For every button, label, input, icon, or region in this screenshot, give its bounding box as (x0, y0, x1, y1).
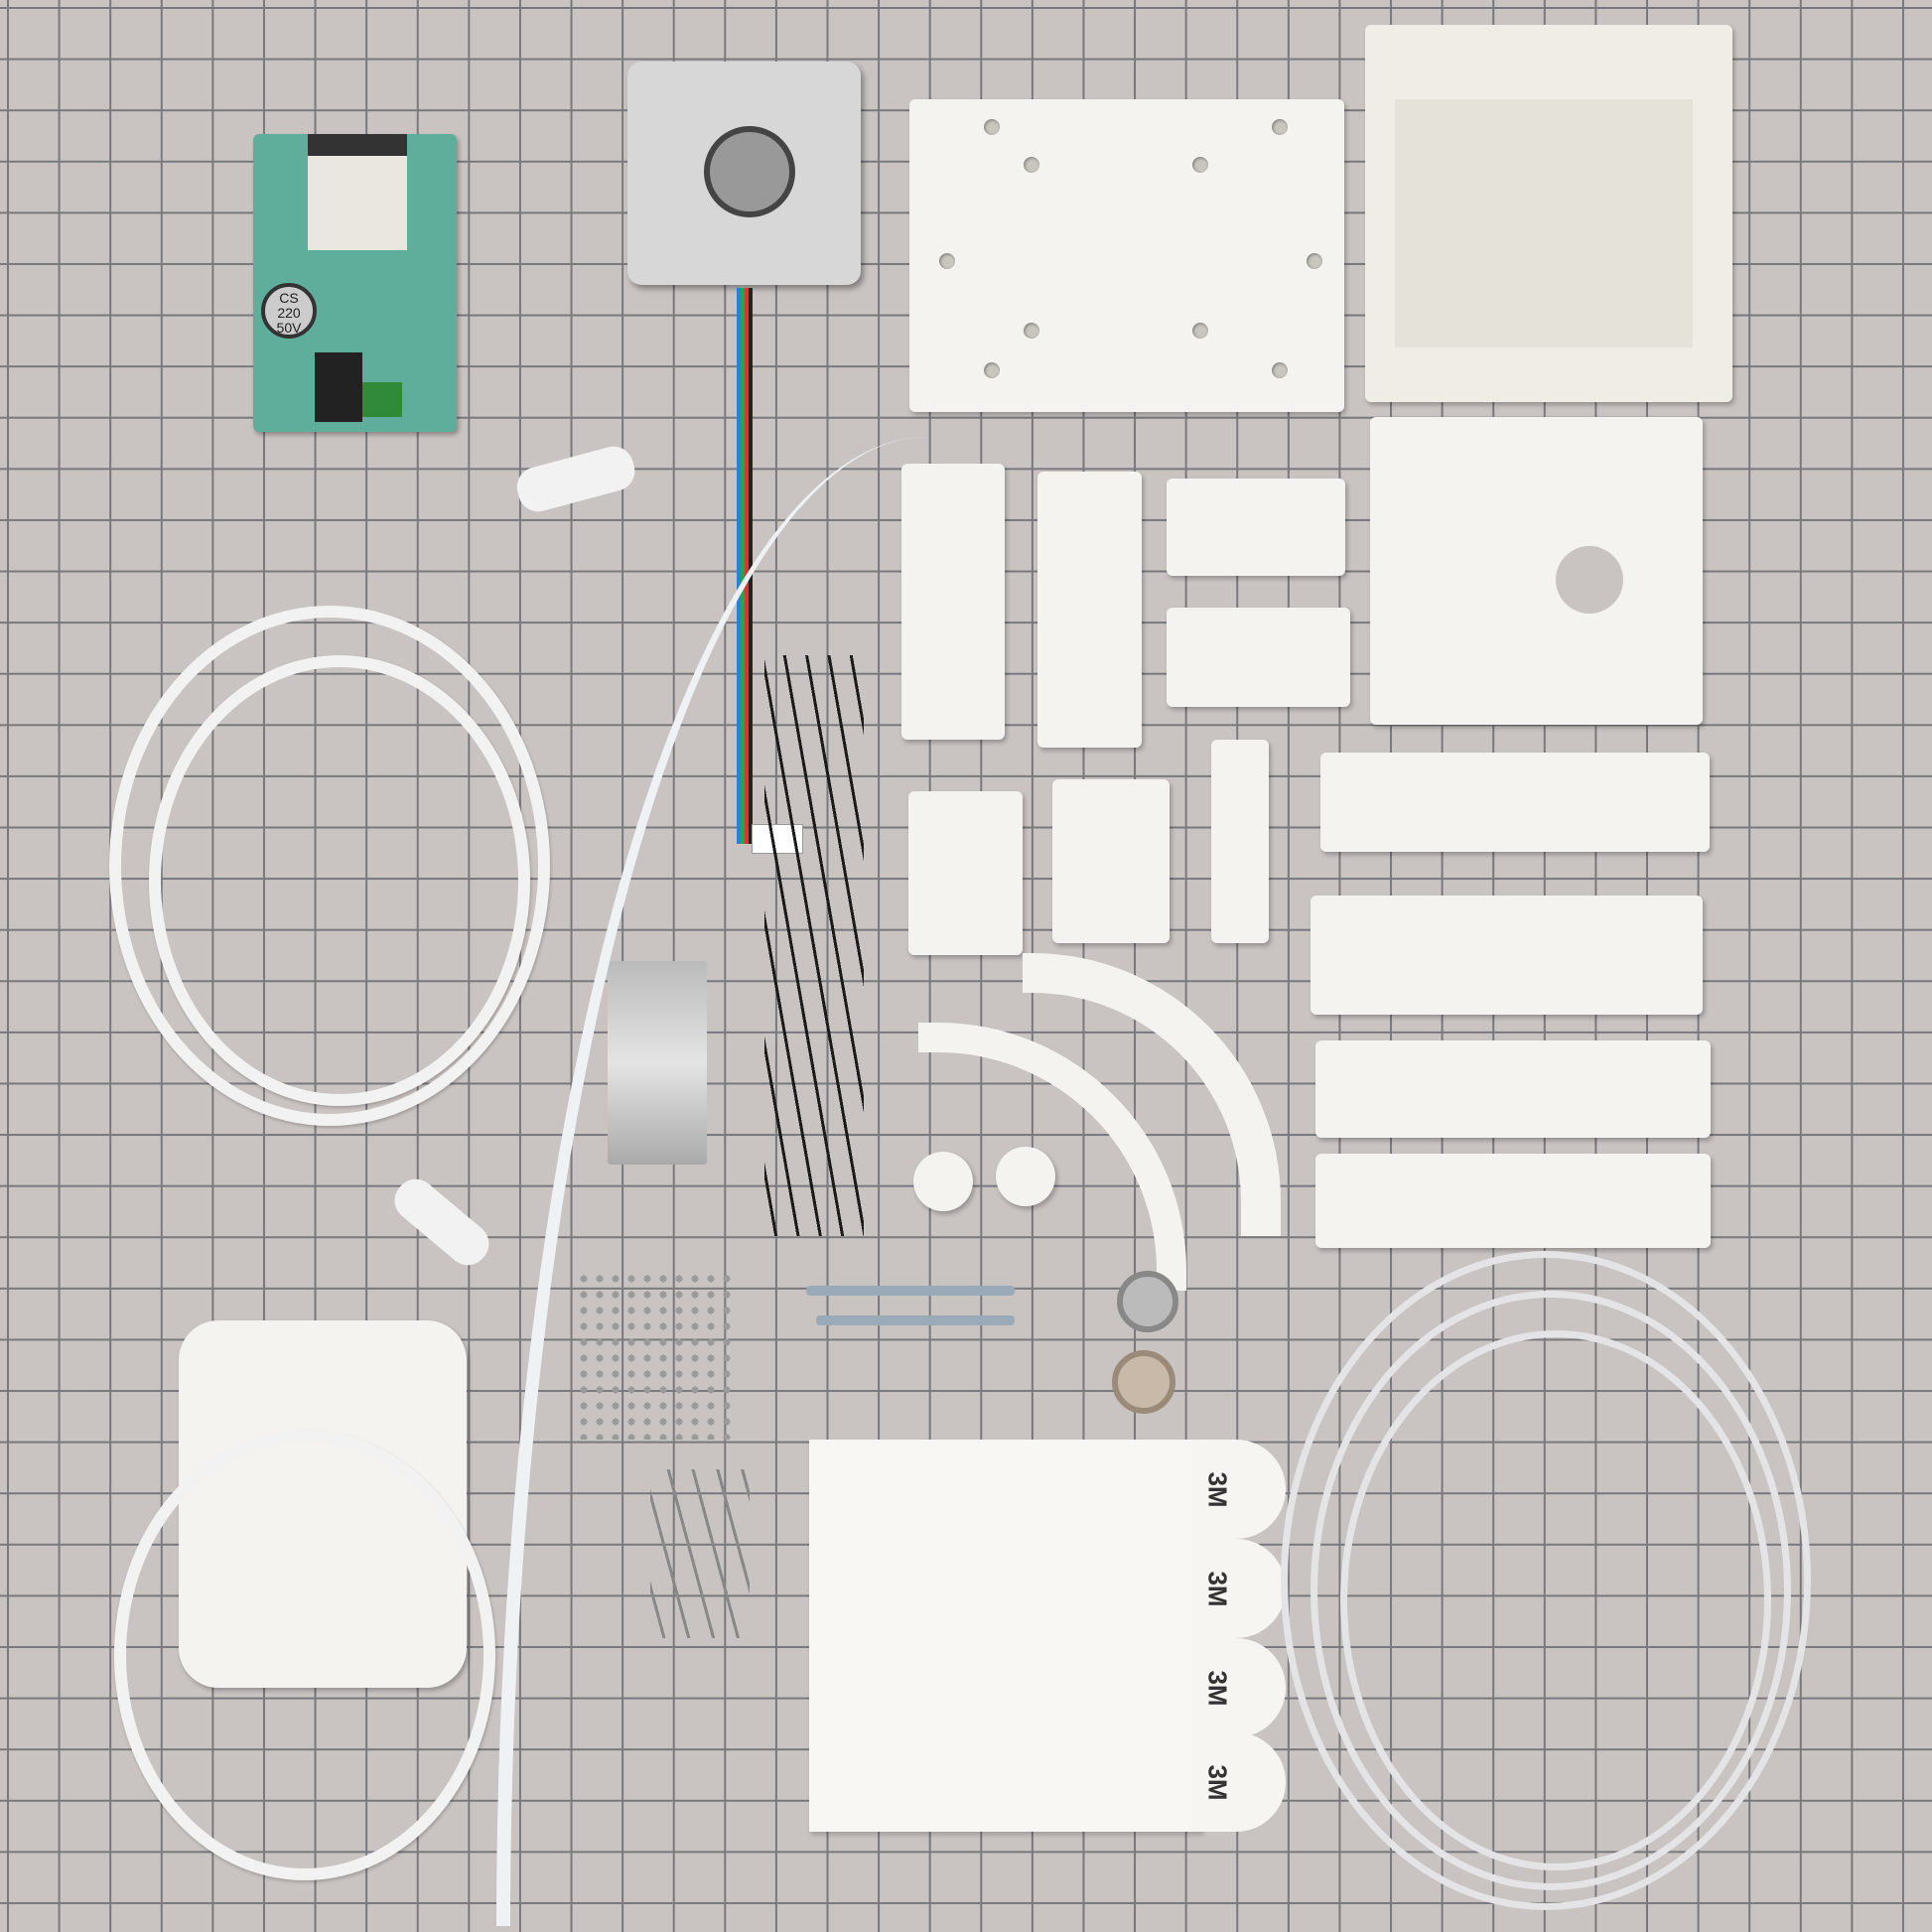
base-plate (909, 99, 1344, 412)
power-cable (149, 655, 530, 1106)
tab-label: 3M (1202, 1764, 1233, 1801)
bearing (1117, 1271, 1178, 1332)
tape-tab: 3M (1191, 1539, 1286, 1638)
stepper-motor (627, 62, 861, 285)
adhesive-strips (809, 1440, 1201, 1832)
motor-plate (1370, 417, 1703, 725)
tab-label: 3M (1202, 1670, 1233, 1707)
screws (576, 1271, 735, 1440)
dc-jack (315, 352, 362, 422)
nails (650, 1469, 750, 1638)
mount-part (1052, 779, 1170, 943)
tab-label: 3M (1202, 1471, 1233, 1508)
mount-part (908, 791, 1023, 955)
tape-tab: 3M (1191, 1440, 1286, 1539)
tape-tab: 3M (1191, 1638, 1286, 1737)
adapter-cable (114, 1430, 495, 1880)
strip-part (1211, 740, 1269, 943)
cap-label: CS (279, 290, 299, 306)
cord-coil (1281, 1251, 1811, 1910)
long-bolt (806, 1286, 1015, 1296)
clip-part (1167, 608, 1350, 707)
bracket-part (1037, 472, 1142, 748)
cord-coil (1311, 1291, 1791, 1890)
cap-label: 220 (277, 305, 301, 321)
long-bolt (816, 1315, 1015, 1325)
tape-tab: 3M (1191, 1732, 1286, 1832)
rail-part (1315, 1154, 1711, 1248)
cord-coil (1340, 1330, 1771, 1870)
rail-part (1315, 1040, 1711, 1138)
tab-label: 3M (1202, 1571, 1233, 1607)
rail-part (1320, 753, 1710, 852)
knob (996, 1147, 1055, 1206)
rail-part (1311, 896, 1703, 1015)
motor-housing (1365, 25, 1732, 402)
cap-label: 50V (276, 320, 302, 336)
wifi-module (308, 134, 407, 250)
terminal-block (362, 382, 402, 417)
clip-part (1167, 479, 1345, 576)
bearing (1112, 1350, 1175, 1414)
motor-shaft (704, 126, 795, 217)
